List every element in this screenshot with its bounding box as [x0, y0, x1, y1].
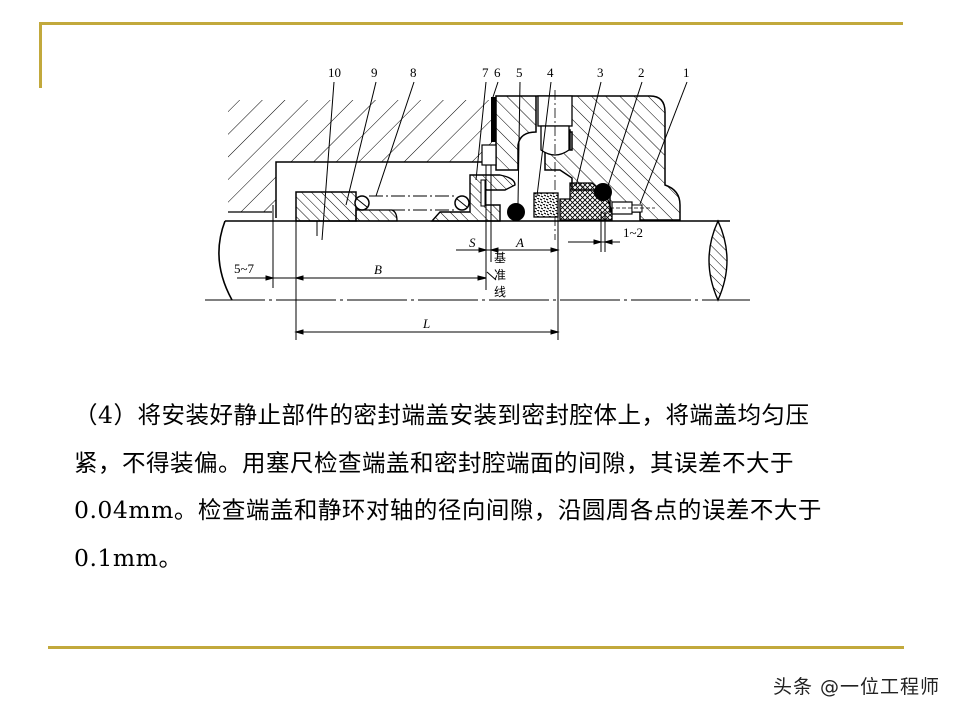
rotating-ring-part-4	[533, 192, 559, 218]
part-label-5: 5	[516, 65, 523, 80]
instruction-paragraph: （4）将安装好静止部件的密封端盖安装到密封腔体上，将端盖均匀压 紧，不得装偏。用…	[74, 392, 904, 582]
dim-label-a: A	[515, 235, 524, 250]
o-ring-part-2	[594, 183, 612, 201]
top-accent-rule	[39, 22, 903, 25]
part-label-8: 8	[410, 65, 417, 80]
part-label-9: 9	[371, 65, 378, 80]
paragraph-line: 紧，不得装偏。用塞尺检查端盖和密封腔端面的间隙，其误差不大于	[74, 448, 794, 477]
dim-label-s: S	[469, 235, 476, 250]
spring-seat-part-9	[355, 209, 398, 222]
reference-line-label-3: 线	[494, 285, 506, 299]
dim-label-l: L	[422, 316, 430, 331]
part-label-3: 3	[597, 65, 604, 80]
bottom-accent-rule	[48, 646, 904, 649]
dim-label-offset-right: 1~2	[623, 225, 643, 240]
fixing-ring-part-10	[295, 191, 357, 222]
push-ring-part-7	[430, 174, 516, 222]
part-label-7: 7	[482, 65, 489, 80]
part-label-10: 10	[328, 65, 341, 80]
dimension-lines	[237, 81, 688, 340]
paragraph-line: 0.1mm。	[74, 543, 183, 572]
left-accent-rule	[39, 22, 42, 88]
gasket-part-6	[491, 97, 496, 142]
part-label-6: 6	[494, 65, 501, 80]
dim-label-offset-left: 5~7	[234, 261, 255, 276]
part-label-1: 1	[683, 65, 690, 80]
paragraph-line: 0.04mm。检查端盖和静环对轴的径向间隙，沿圆周各点的误差不大于	[74, 496, 822, 524]
spring-part-8	[354, 195, 470, 211]
part-label-4: 4	[547, 65, 554, 80]
dim-label-b: B	[374, 262, 382, 277]
source-watermark: 头条 @一位工程师	[772, 676, 940, 698]
seal-gland	[495, 90, 681, 240]
reference-line-label-1: 基	[494, 251, 506, 265]
anti-rotation-pin-part-1	[610, 201, 655, 215]
paragraph-line: （4）将安装好静止部件的密封端盖安装到密封腔体上，将端盖均匀压	[74, 401, 810, 429]
reference-line-label-2: 准	[494, 268, 506, 282]
shaft	[205, 219, 750, 302]
mechanical-seal-drawing: 10 9 8 7 6 5 4 3 2 1 S A B L 5~7 1~2 基 准…	[200, 58, 760, 348]
part-label-2: 2	[638, 65, 645, 80]
o-ring-part-5	[507, 203, 525, 221]
